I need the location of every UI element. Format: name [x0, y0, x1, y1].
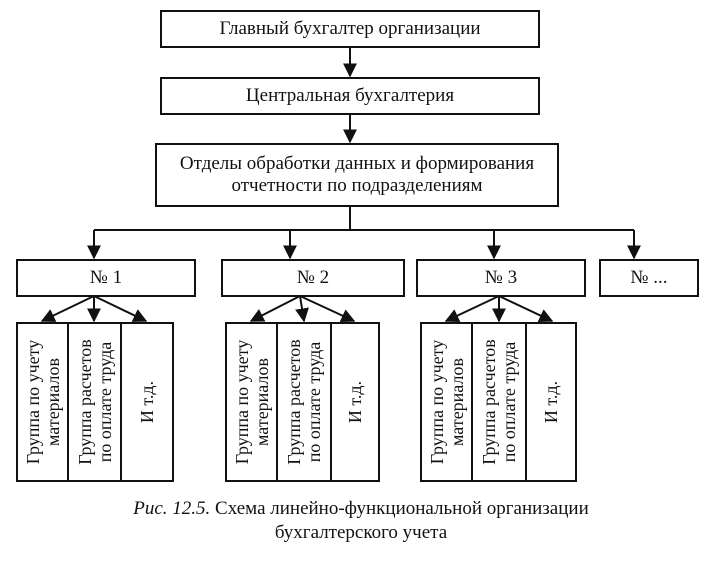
unit3-group-materials: Группа по учету материалов — [420, 322, 473, 482]
processing-departments-box: Отделы обработки данных и формирования о… — [155, 143, 559, 207]
arrow-unit3-group1 — [444, 295, 500, 322]
unit1-group-materials: Группа по учету материалов — [16, 322, 69, 482]
processing-departments-line-2: отчетности по подразделениям — [231, 175, 483, 196]
unit3-group-etc: И т.д. — [525, 322, 577, 482]
figure-caption: Рис. 12.5. Схема линейно-функциональной … — [0, 497, 722, 545]
group-label-line-2: по оплате труда — [499, 341, 519, 463]
chief-accountant-box: Главный бухгалтер организации — [160, 10, 540, 48]
group-label-line-1: Группа по учету — [22, 339, 43, 465]
unit-box-1: № 1 — [16, 259, 196, 297]
group-label-line-2: по оплате труда — [304, 341, 324, 463]
group-label-line-1: Группа по учету — [231, 339, 252, 465]
unit2-group-payroll: Группа расчетов по оплате труда — [276, 322, 332, 482]
arrow-unit2-group1 — [249, 295, 301, 322]
caption-title-part-2: бухгалтерского учета — [274, 522, 448, 543]
unit1-group-payroll: Группа расчетов по оплате труда — [67, 322, 122, 482]
unit-label-3: № 3 — [484, 267, 518, 288]
unit2-group-etc: И т.д. — [330, 322, 380, 482]
arrow-unit1-group3 — [93, 295, 148, 322]
group-label-line-1: Группа по учету — [426, 339, 447, 465]
unit-label-2: № 2 — [296, 267, 330, 288]
unit3-group-payroll: Группа расчетов по оплате труда — [471, 322, 527, 482]
group-label-line-1: И т.д. — [137, 380, 157, 424]
unit2-group-materials: Группа по учету материалов — [225, 322, 278, 482]
group-label-line-2: материалов — [251, 358, 272, 446]
unit-box-3: № 3 — [416, 259, 586, 297]
arrow-unit2-group2 — [295, 295, 309, 323]
caption-line-1: Рис. 12.5. Схема линейно-функциональной … — [0, 497, 722, 521]
arrow-unit1-group1 — [40, 295, 95, 322]
group-label-line-1: И т.д. — [541, 380, 561, 424]
unit-box-2: № 2 — [221, 259, 405, 297]
unit1-group-etc: И т.д. — [120, 322, 174, 482]
group-label-line-1: И т.д. — [345, 380, 365, 424]
group-label-line-1: Группа расчетов — [284, 339, 304, 465]
unit-label-1: № 1 — [89, 267, 123, 288]
group-label-line-2: материалов — [42, 358, 63, 446]
chief-accountant-label: Главный бухгалтер организации — [219, 18, 481, 39]
unit-label-more: № ... — [630, 267, 668, 288]
group-label-line-1: Группа расчетов — [74, 339, 95, 465]
group-label-line-2: материалов — [446, 358, 467, 446]
unit-box-more: № ... — [599, 259, 699, 297]
group-label-line-2: по оплате труда — [94, 341, 115, 463]
caption-title-part-1: Схема линейно-функциональной организации — [215, 498, 589, 519]
central-accounting-label: Центральная бухгалтерия — [245, 85, 455, 106]
group-label-line-1: Группа расчетов — [479, 339, 499, 465]
figure-number: Рис. 12.5. — [133, 498, 211, 519]
arrow-unit3-group3 — [498, 295, 554, 322]
processing-departments-line-1: Отделы обработки данных и формирования — [179, 153, 535, 174]
arrow-unit2-group3 — [299, 295, 356, 323]
central-accounting-box: Центральная бухгалтерия — [160, 77, 540, 115]
